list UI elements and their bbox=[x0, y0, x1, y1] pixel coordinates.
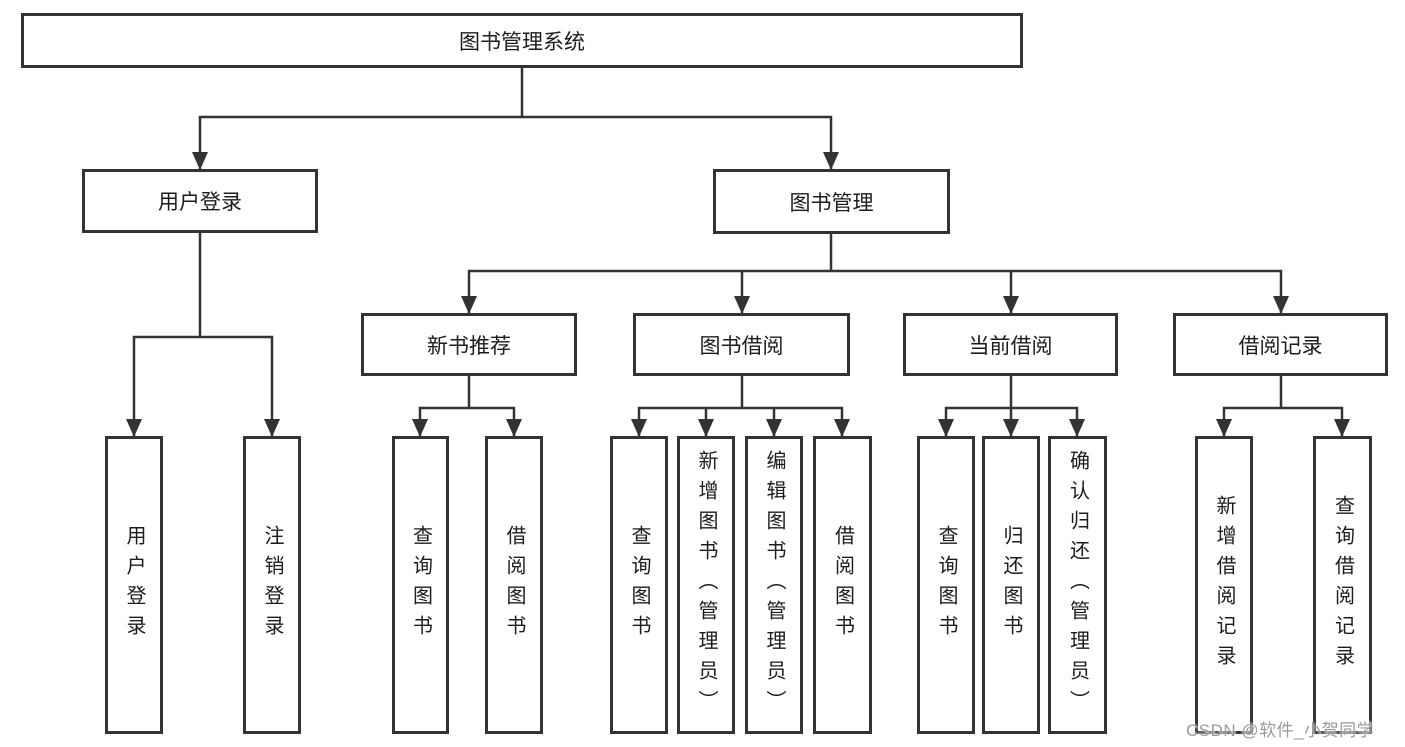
leaf-add-borrow-record: 新增借阅记录 bbox=[1195, 436, 1253, 734]
leaf-edit-book-admin: 编辑图书（管理员） bbox=[745, 436, 803, 734]
leaf-logout: 注销登录 bbox=[243, 436, 301, 734]
node-user-login: 用户登录 bbox=[82, 169, 318, 233]
node-new-book-recommendation: 新书推荐 bbox=[361, 313, 577, 376]
leaf-add-book-admin: 新增图书（管理员） bbox=[677, 436, 735, 734]
node-book-borrowing: 图书借阅 bbox=[633, 313, 850, 376]
leaf-query-borrow-record: 查询借阅记录 bbox=[1313, 436, 1372, 734]
csdn-watermark: CSDN @软件_小贺同学 bbox=[1186, 721, 1375, 740]
leaf-return-book: 归还图书 bbox=[982, 436, 1040, 734]
leaf-query-books-recommend: 查询图书 bbox=[392, 436, 449, 734]
leaf-user-login: 用户登录 bbox=[105, 436, 163, 734]
node-borrowing-records: 借阅记录 bbox=[1173, 313, 1388, 376]
node-root: 图书管理系统 bbox=[21, 13, 1023, 68]
leaf-borrow-books: 借阅图书 bbox=[813, 436, 872, 734]
node-current-borrowing: 当前借阅 bbox=[903, 313, 1118, 376]
leaf-query-books-current: 查询图书 bbox=[917, 436, 975, 734]
leaf-borrow-books-recommend: 借阅图书 bbox=[485, 436, 543, 734]
node-book-management: 图书管理 bbox=[713, 169, 950, 234]
leaf-confirm-return-admin: 确认归还（管理员） bbox=[1048, 436, 1107, 734]
leaf-query-books-borrow: 查询图书 bbox=[610, 436, 668, 734]
